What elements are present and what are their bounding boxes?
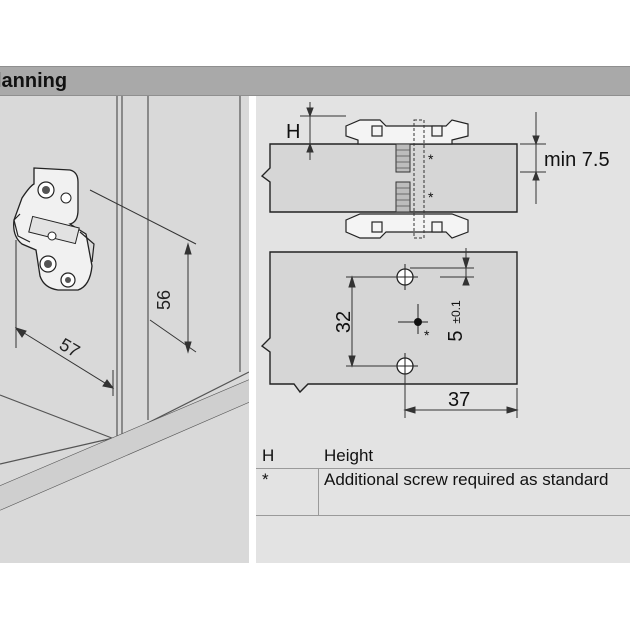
section-header: lanning xyxy=(0,66,630,96)
legend-key: * xyxy=(262,470,269,489)
dim-5-label: 5 xyxy=(445,330,467,341)
dim-h-label: H xyxy=(286,121,300,143)
center-point xyxy=(414,318,422,326)
screw-marker-plan: * xyxy=(424,327,430,343)
dim-tolerance-label: ±0.1 xyxy=(449,300,463,324)
legend-divider xyxy=(256,515,630,516)
legend-key: H xyxy=(262,446,275,465)
mounting-plate-illustration xyxy=(13,167,95,291)
mounting-plate-bottom xyxy=(345,213,469,239)
screw-marker-bottom: * xyxy=(428,189,434,205)
dim-32-label: 32 xyxy=(333,311,355,333)
drilling-plan-panel xyxy=(260,251,518,394)
screw-marker-top: * xyxy=(428,151,434,167)
legend-table: H Height * Additional screw required as … xyxy=(256,444,630,516)
legend-text: Height xyxy=(324,446,374,465)
section-title: lanning xyxy=(0,70,68,92)
dim-min-label: min 7.5 xyxy=(544,149,610,171)
legend-text: Additional screw required as standard xyxy=(324,470,609,489)
perspective-view-panel: 57 56 xyxy=(0,96,249,563)
mounting-plate-top xyxy=(345,119,469,145)
dowels xyxy=(395,119,425,239)
dim-57-label: 57 xyxy=(56,334,83,361)
panel-section xyxy=(260,143,518,213)
dim-37-label: 37 xyxy=(448,389,470,411)
legend-column-divider xyxy=(318,468,319,515)
legend-divider xyxy=(256,468,630,469)
perspective-drawing: 57 56 xyxy=(0,96,249,511)
technical-drawing: * * H min 7.5 xyxy=(260,102,610,418)
dim-56-label: 56 xyxy=(154,290,174,310)
